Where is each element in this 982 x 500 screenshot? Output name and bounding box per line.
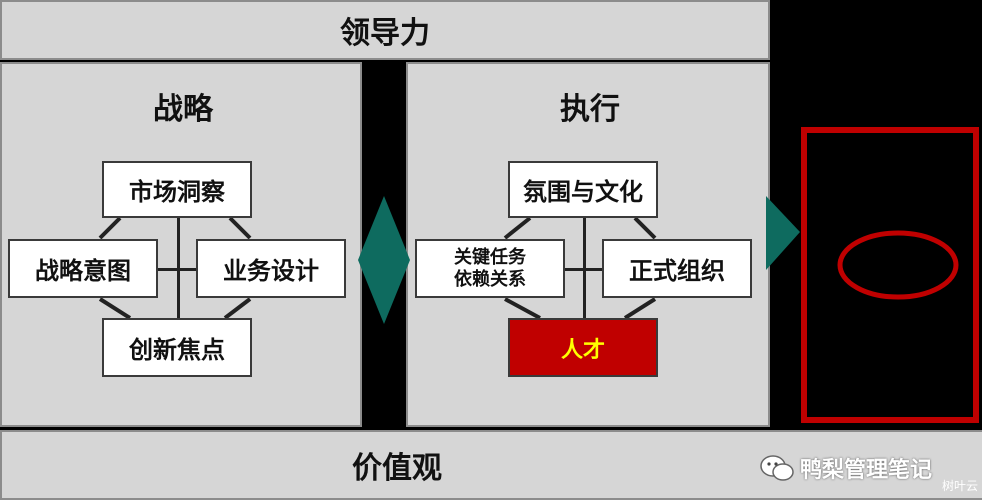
values-label: 价值观 (352, 451, 442, 486)
climate-culture-box: 氛围与文化 (508, 161, 658, 218)
formal-organization-box: 正式组织 (602, 239, 752, 298)
leadership-banner: 领导力 (0, 0, 770, 60)
strategy-link-bottom-left (98, 297, 132, 320)
execution-link-top-left (503, 216, 532, 240)
talent-box: 人才 (508, 318, 658, 377)
strategy-link-top-left (98, 216, 122, 240)
strategic-intent-box: 战略意图 (8, 239, 158, 298)
result-arrow (766, 196, 800, 270)
result-ellipse (837, 230, 959, 300)
execution-link-bottom-left (504, 297, 541, 320)
innovation-focus-box: 创新焦点 (102, 318, 252, 377)
strategy-link-bottom-right (223, 297, 252, 320)
result-frame (801, 127, 979, 423)
wechat-icon (760, 454, 794, 482)
strategy-horizontal-line (158, 268, 198, 271)
critical-tasks-box: 关键任务 依赖关系 (415, 239, 565, 298)
leadership-label: 领导力 (340, 16, 430, 51)
strategy-link-top-right (228, 216, 252, 240)
execution-link-top-right (633, 216, 657, 240)
watermark-text: 鸭梨管理笔记 (800, 458, 933, 483)
market-insight-box: 市场洞察 (102, 161, 252, 218)
execution-title: 执行 (560, 92, 620, 127)
values-banner: 价值观 (0, 430, 982, 500)
critical-tasks-line2: 依赖关系 (454, 268, 526, 290)
watermark-small-text: 树叶云 (941, 479, 978, 493)
strategy-title: 战略 (153, 92, 213, 127)
execution-horizontal-line (565, 268, 603, 271)
watermark: 鸭梨管理笔记 树叶云 (760, 440, 980, 496)
business-design-box: 业务设计 (196, 239, 346, 298)
strategy-execution-connector (358, 196, 410, 324)
critical-tasks-line1: 关键任务 (454, 246, 526, 268)
execution-link-bottom-right (623, 297, 657, 320)
